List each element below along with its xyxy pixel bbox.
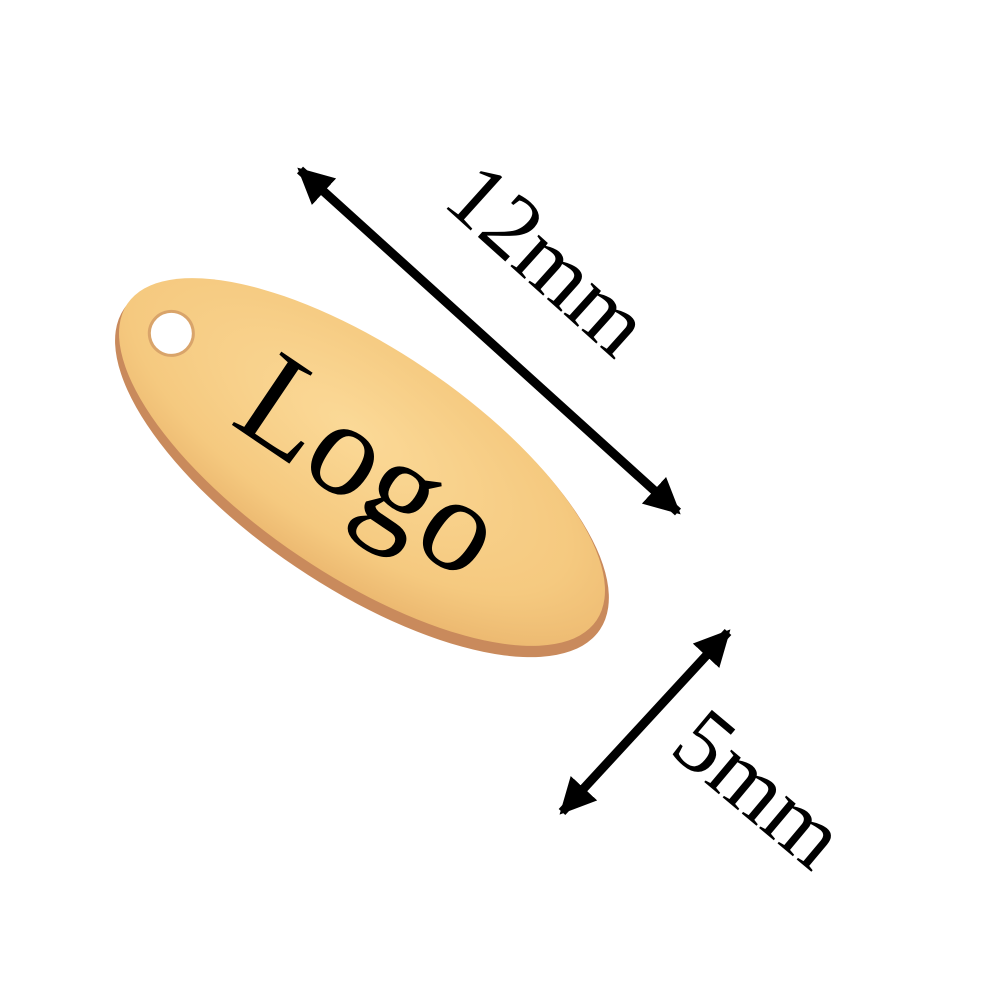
length-arrow-icon [296, 166, 682, 516]
length-label: 12mm [427, 142, 670, 375]
width-label: 5mm [655, 688, 865, 888]
width-arrow-icon [558, 628, 732, 816]
hole-icon [147, 309, 195, 357]
